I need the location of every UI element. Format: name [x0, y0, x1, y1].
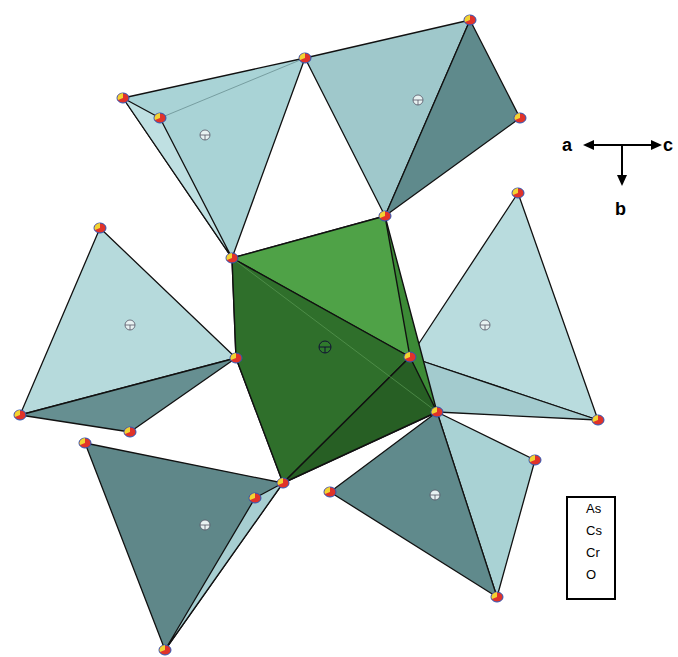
atom-centers [125, 95, 490, 530]
axis-label: c [663, 136, 673, 154]
legend-text: Cr [586, 546, 600, 559]
axis-label: a [562, 136, 572, 154]
axis-label: b [615, 200, 626, 218]
legend-text: O [586, 568, 596, 581]
legend-text: As [586, 502, 601, 515]
cro6-octahedron [232, 216, 437, 483]
oxygen-atoms [14, 15, 604, 655]
aso4-tetrahedron [305, 20, 520, 216]
axis-arrows [583, 140, 662, 186]
aso4-tetrahedron [85, 443, 283, 650]
aso4-tetrahedron [20, 228, 236, 432]
legend-text: Cs [586, 524, 602, 537]
aso4-tetrahedron [123, 58, 305, 258]
aso4-tetrahedron [410, 193, 598, 420]
